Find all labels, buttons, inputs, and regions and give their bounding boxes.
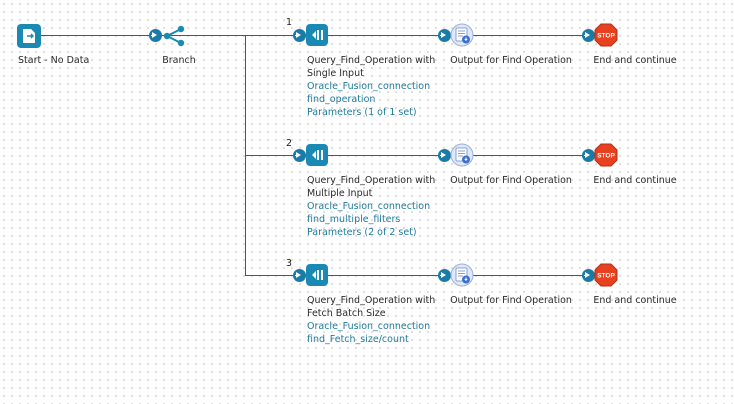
path-line: [245, 275, 590, 276]
connection-link[interactable]: Oracle_Fusion_connection: [307, 201, 431, 212]
document-output-icon: [450, 23, 474, 47]
query-shape[interactable]: [306, 24, 328, 46]
parameters-link[interactable]: Parameters (2 of 2 set): [307, 227, 417, 238]
output-shape[interactable]: [450, 143, 474, 167]
connector-icon: [312, 150, 323, 160]
connection-link[interactable]: Oracle_Fusion_connection: [307, 321, 431, 332]
stop-icon: STOP: [594, 23, 618, 47]
query-label-line2: Multiple Input: [307, 188, 373, 199]
stop-connector[interactable]: [582, 149, 595, 162]
start-label: Start - No Data: [18, 55, 90, 66]
connector-icon: [312, 270, 323, 280]
path-index: 2: [286, 138, 293, 149]
branch-label: Branch: [162, 55, 196, 66]
output-connector[interactable]: [438, 149, 451, 162]
query-label-line2: Single Input: [307, 68, 364, 79]
output-shape[interactable]: [450, 263, 474, 287]
query-label-line2: Fetch Batch Size: [307, 308, 386, 319]
query-connector[interactable]: [293, 269, 306, 282]
svg-text:STOP: STOP: [597, 273, 615, 280]
stop-connector[interactable]: [582, 29, 595, 42]
operation-link[interactable]: find_Fetch_size/count: [307, 334, 409, 345]
svg-text:STOP: STOP: [597, 153, 615, 160]
start-shape[interactable]: [17, 24, 41, 48]
output-connector[interactable]: [438, 29, 451, 42]
operation-link[interactable]: find_multiple_filters: [307, 214, 401, 225]
connector-icon: [312, 30, 323, 40]
stop-icon: STOP: [594, 143, 618, 167]
path-line: [245, 155, 590, 156]
path-index: 1: [286, 17, 293, 28]
start-icon: [17, 24, 41, 48]
end-label: End and continue: [593, 175, 677, 186]
output-label: Output for Find Operation: [450, 175, 572, 186]
output-connector[interactable]: [438, 269, 451, 282]
path-line: [245, 35, 590, 36]
end-label: End and continue: [593, 55, 677, 66]
output-label: Output for Find Operation: [450, 55, 572, 66]
query-label-line1: Query_Find_Operation with: [307, 55, 436, 66]
document-output-icon: [450, 263, 474, 287]
connection-link[interactable]: Oracle_Fusion_connection: [307, 81, 431, 92]
query-shape[interactable]: [306, 264, 328, 286]
branch-connector[interactable]: [149, 29, 162, 42]
svg-text:STOP: STOP: [597, 33, 615, 40]
parameters-link[interactable]: Parameters (1 of 1 set): [307, 107, 417, 118]
query-connector[interactable]: [293, 29, 306, 42]
path-index: 3: [286, 258, 293, 269]
flow-line: [40, 35, 246, 36]
output-label: Output for Find Operation: [450, 295, 572, 306]
branch-shape[interactable]: [163, 25, 185, 47]
stop-connector[interactable]: [582, 269, 595, 282]
branch-icon: [163, 25, 185, 47]
stop-icon: STOP: [594, 263, 618, 287]
stop-shape[interactable]: STOP: [594, 143, 618, 167]
operation-link[interactable]: find_operation: [307, 94, 376, 105]
query-label-line1: Query_Find_Operation with: [307, 175, 436, 186]
query-shape[interactable]: [306, 144, 328, 166]
stop-shape[interactable]: STOP: [594, 23, 618, 47]
stop-shape[interactable]: STOP: [594, 263, 618, 287]
end-label: End and continue: [593, 295, 677, 306]
output-shape[interactable]: [450, 23, 474, 47]
query-label-line1: Query_Find_Operation with: [307, 295, 436, 306]
document-output-icon: [450, 143, 474, 167]
query-connector[interactable]: [293, 149, 306, 162]
